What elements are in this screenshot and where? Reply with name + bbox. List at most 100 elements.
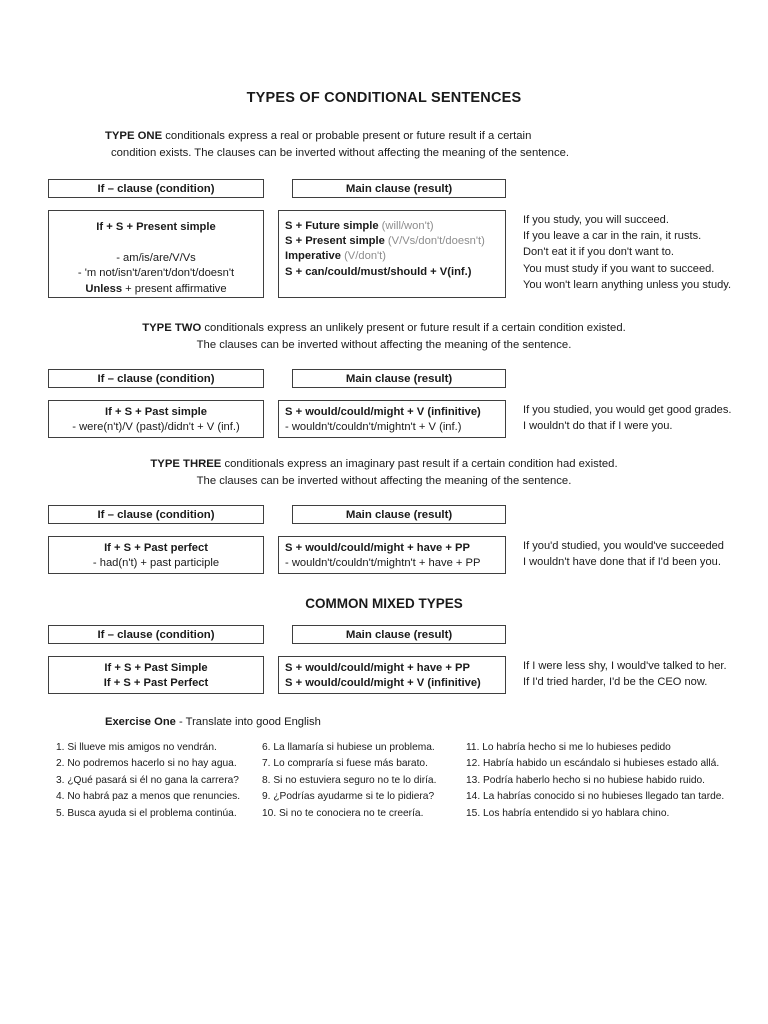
mixed-main-line2: S + would/could/might + V (infinitive)	[285, 677, 481, 690]
type-one-table: If – clause (condition) Main clause (res…	[0, 179, 768, 302]
type-one-if-clause-box: If + S + Present simple - am/is/are/V/Vs…	[48, 210, 264, 298]
mixed-types-title: COMMON MIXED TYPES	[305, 596, 463, 611]
example-line: If I'd tried harder, I'd be the CEO now.	[523, 676, 708, 689]
type-three-if-line1: If + S + Past perfect	[104, 542, 208, 554]
type-two-header-row: If – clause (condition) Main clause (res…	[0, 369, 768, 388]
type-one-body-row: If + S + Present simple - am/is/are/V/Vs…	[0, 210, 768, 302]
type-three-intro: TYPE THREE conditionals express an imagi…	[0, 456, 768, 489]
type-one-if-line2: - am/is/are/V/Vs	[116, 252, 196, 265]
mixed-header-row: If – clause (condition) Main clause (res…	[0, 625, 768, 644]
type-three-intro-line1: conditionals express an imaginary past r…	[221, 458, 618, 470]
type-one-main-line4: S + can/could/must/should + V(inf.)	[285, 265, 472, 278]
type-three-body-row: If + S + Past perfect - had(n't) + past …	[0, 536, 768, 578]
exercise-item: 9. ¿Podrías ayudarme si te lo pidiera?	[262, 791, 435, 803]
type-one-intro: TYPE ONE conditionals express a real or …	[0, 128, 768, 161]
type-three-table: If – clause (condition) Main clause (res…	[0, 505, 768, 578]
exercise-item: 12. Habría habido un escándalo si hubies…	[466, 758, 720, 770]
type-one-main-line3: Imperative (V/don't)	[285, 250, 387, 263]
type-three-if-line2: - had(n't) + past participle	[92, 557, 220, 570]
example-line: If you'd studied, you would've succeeded	[523, 540, 724, 552]
example-line: I wouldn't have done that if I'd been yo…	[523, 556, 721, 569]
type-three-main-clause-box: S + would/could/might + have + PP - woul…	[278, 536, 506, 574]
type-one-intro-line1: conditionals express a real or probable …	[162, 130, 532, 142]
type-one-main-clause-header: Main clause (result)	[292, 179, 506, 198]
mixed-main-clause-header: Main clause (result)	[292, 625, 506, 644]
type-one-header-row: If – clause (condition) Main clause (res…	[0, 179, 768, 198]
type-two-body-row: If + S + Past simple - were(n't)/V (past…	[0, 400, 768, 442]
type-one-if-line1: If + S + Present simple	[96, 221, 216, 233]
example-line: If I were less shy, I would've talked to…	[523, 660, 727, 672]
type-two-if-clause-header: If – clause (condition)	[48, 369, 264, 388]
type-one-if-line4: Unless + present affirmative	[85, 282, 227, 295]
exercise-item: 5. Busca ayuda si el problema continúa.	[56, 807, 237, 819]
example-line: If you studied, you would get good grade…	[523, 404, 732, 416]
type-one-intro-line2: condition exists. The clauses can be inv…	[111, 146, 570, 159]
type-two-if-line2: - were(n't)/V (past)/didn't + V (inf.)	[72, 421, 240, 434]
mixed-if-line2: If + S + Past Perfect	[103, 677, 209, 690]
type-one-if-clause-header: If – clause (condition)	[48, 179, 264, 198]
example-line: If you leave a car in the rain, it rusts…	[523, 230, 702, 243]
exercise-column-1: 1. Si llueve mis amigos no vendrán. 2. N…	[56, 740, 271, 822]
exercise-item: 13. Podría haberlo hecho si no hubiese h…	[466, 774, 706, 786]
exercise-item: 4. No habrá paz a menos que renuncies.	[56, 791, 241, 803]
exercise-heading: Exercise One - Translate into good Engli…	[0, 716, 768, 728]
example-line: You won't learn anything unless you stud…	[523, 278, 732, 291]
mixed-main-clause-box: S + would/could/might + have + PP S + wo…	[278, 656, 506, 694]
exercise-item: 10. Si no te conociera no te creería.	[262, 807, 424, 819]
exercise-item: 8. Si no estuviera seguro no te lo diría…	[262, 774, 437, 786]
type-one-if-line3: - 'm not/isn't/aren't/don't/doesn't	[77, 267, 235, 280]
exercise-item: 15. Los habría entendido si yo hablara c…	[466, 807, 670, 819]
exercise-item: 6. La llamaría si hubiese un problema.	[262, 742, 435, 753]
exercise-item: 7. Lo compraría si fuese más barato.	[262, 758, 428, 770]
type-one-label: TYPE ONE	[105, 130, 163, 142]
example-line: I wouldn't do that if I were you.	[523, 420, 673, 433]
type-two-main-line1: S + would/could/might + V (infinitive)	[285, 406, 481, 418]
type-three-if-clause-box: If + S + Past perfect - had(n't) + past …	[48, 536, 264, 574]
type-three-label: TYPE THREE	[150, 458, 222, 470]
mixed-if-line1: If + S + Past Simple	[104, 662, 208, 674]
example-line: Don't eat it if you don't want to.	[523, 246, 675, 259]
example-line: You must study if you want to succeed.	[523, 262, 715, 275]
mixed-if-clause-box: If + S + Past Simple If + S + Past Perfe…	[48, 656, 264, 694]
type-two-main-clause-box: S + would/could/might + V (infinitive) -…	[278, 400, 506, 438]
type-two-main-line2: - wouldn't/couldn't/mightn't + V (inf.)	[285, 421, 462, 434]
exercise-columns: 1. Si llueve mis amigos no vendrán. 2. N…	[0, 740, 768, 830]
exercise-column-2: 6. La llamaría si hubiese un problema. 7…	[262, 740, 467, 822]
type-three-intro-line2: The clauses can be inverted without affe…	[196, 474, 572, 487]
type-two-intro-line1: conditionals express an unlikely present…	[201, 322, 626, 334]
type-two-intro-line2: The clauses can be inverted without affe…	[196, 338, 572, 351]
type-two-main-clause-header: Main clause (result)	[292, 369, 506, 388]
exercise-label: Exercise One	[105, 716, 176, 728]
mixed-examples: If I were less shy, I would've talked to…	[523, 658, 768, 690]
type-two-label: TYPE TWO	[142, 322, 202, 334]
exercise-item: 3. ¿Qué pasará si él no gana la carrera?	[56, 774, 239, 786]
mixed-body-row: If + S + Past Simple If + S + Past Perfe…	[0, 656, 768, 698]
type-three-main-line1: S + would/could/might + have + PP	[285, 542, 470, 554]
type-one-main-line2: S + Present simple (V/Vs/don't/doesn't)	[285, 235, 485, 248]
exercise-instruction: - Translate into good English	[175, 716, 321, 728]
exercise-item: 1. Si llueve mis amigos no vendrán.	[56, 742, 217, 753]
exercise-item: 11. Lo habría hecho si me lo hubieses pe…	[466, 742, 671, 753]
example-line: If you study, you will succeed.	[523, 214, 669, 226]
type-one-examples: If you study, you will succeed. If you l…	[523, 212, 768, 293]
type-two-table: If – clause (condition) Main clause (res…	[0, 369, 768, 442]
type-three-main-clause-header: Main clause (result)	[292, 505, 506, 524]
type-three-examples: If you'd studied, you would've succeeded…	[523, 538, 768, 570]
type-three-header-row: If – clause (condition) Main clause (res…	[0, 505, 768, 524]
spacer	[49, 235, 263, 251]
exercise-column-3: 11. Lo habría hecho si me lo hubieses pe…	[466, 740, 766, 822]
exercise-item: 2. No podremos hacerlo si no hay agua.	[56, 758, 237, 770]
type-two-if-clause-box: If + S + Past simple - were(n't)/V (past…	[48, 400, 264, 438]
type-one-main-line1: S + Future simple (will/won't)	[285, 220, 434, 232]
mixed-if-clause-header: If – clause (condition)	[48, 625, 264, 644]
type-two-if-line1: If + S + Past simple	[105, 406, 207, 418]
mixed-main-line1: S + would/could/might + have + PP	[285, 662, 470, 674]
exercise-item: 14. La habrías conocido si no hubieses l…	[466, 791, 725, 803]
type-three-main-line2: - wouldn't/couldn't/mightn't + have + PP	[285, 557, 481, 570]
mixed-types-table: If – clause (condition) Main clause (res…	[0, 625, 768, 698]
page-title: TYPES OF CONDITIONAL SENTENCES	[246, 90, 522, 106]
type-one-main-clause-box: S + Future simple (will/won't) S + Prese…	[278, 210, 506, 298]
type-two-examples: If you studied, you would get good grade…	[523, 402, 768, 434]
type-three-if-clause-header: If – clause (condition)	[48, 505, 264, 524]
